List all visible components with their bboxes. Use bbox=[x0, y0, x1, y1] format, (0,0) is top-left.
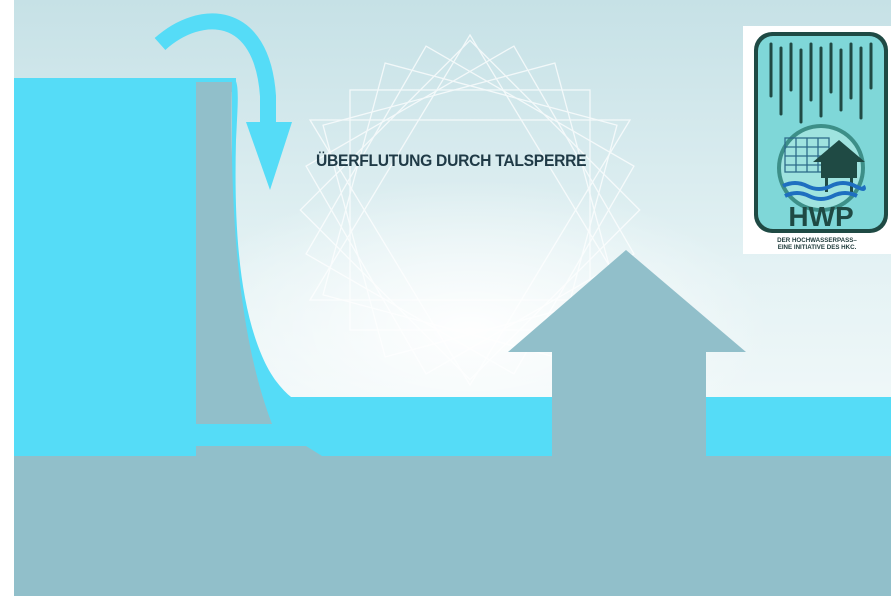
left-border bbox=[0, 0, 14, 596]
hwp-wordmark: HWP bbox=[788, 201, 853, 232]
logo-tagline-line1: DER HOCHWASSERPASS– bbox=[743, 237, 891, 244]
reservoir-water bbox=[14, 78, 196, 456]
logo-tagline: DER HOCHWASSERPASS– EINE INITIATIVE DES … bbox=[743, 237, 891, 251]
hwp-logo: HWP DER HOCHWASSERPASS– EINE INITIATIVE … bbox=[743, 26, 891, 254]
dam-base bbox=[196, 446, 322, 456]
logo-tagline-line2: EINE INITIATIVE DES HKC. bbox=[743, 244, 891, 251]
caption-title: ÜBERFLUTUNG DURCH TALSPERRE bbox=[316, 151, 620, 171]
ground bbox=[14, 456, 891, 596]
hwp-badge-icon: HWP bbox=[743, 26, 891, 254]
